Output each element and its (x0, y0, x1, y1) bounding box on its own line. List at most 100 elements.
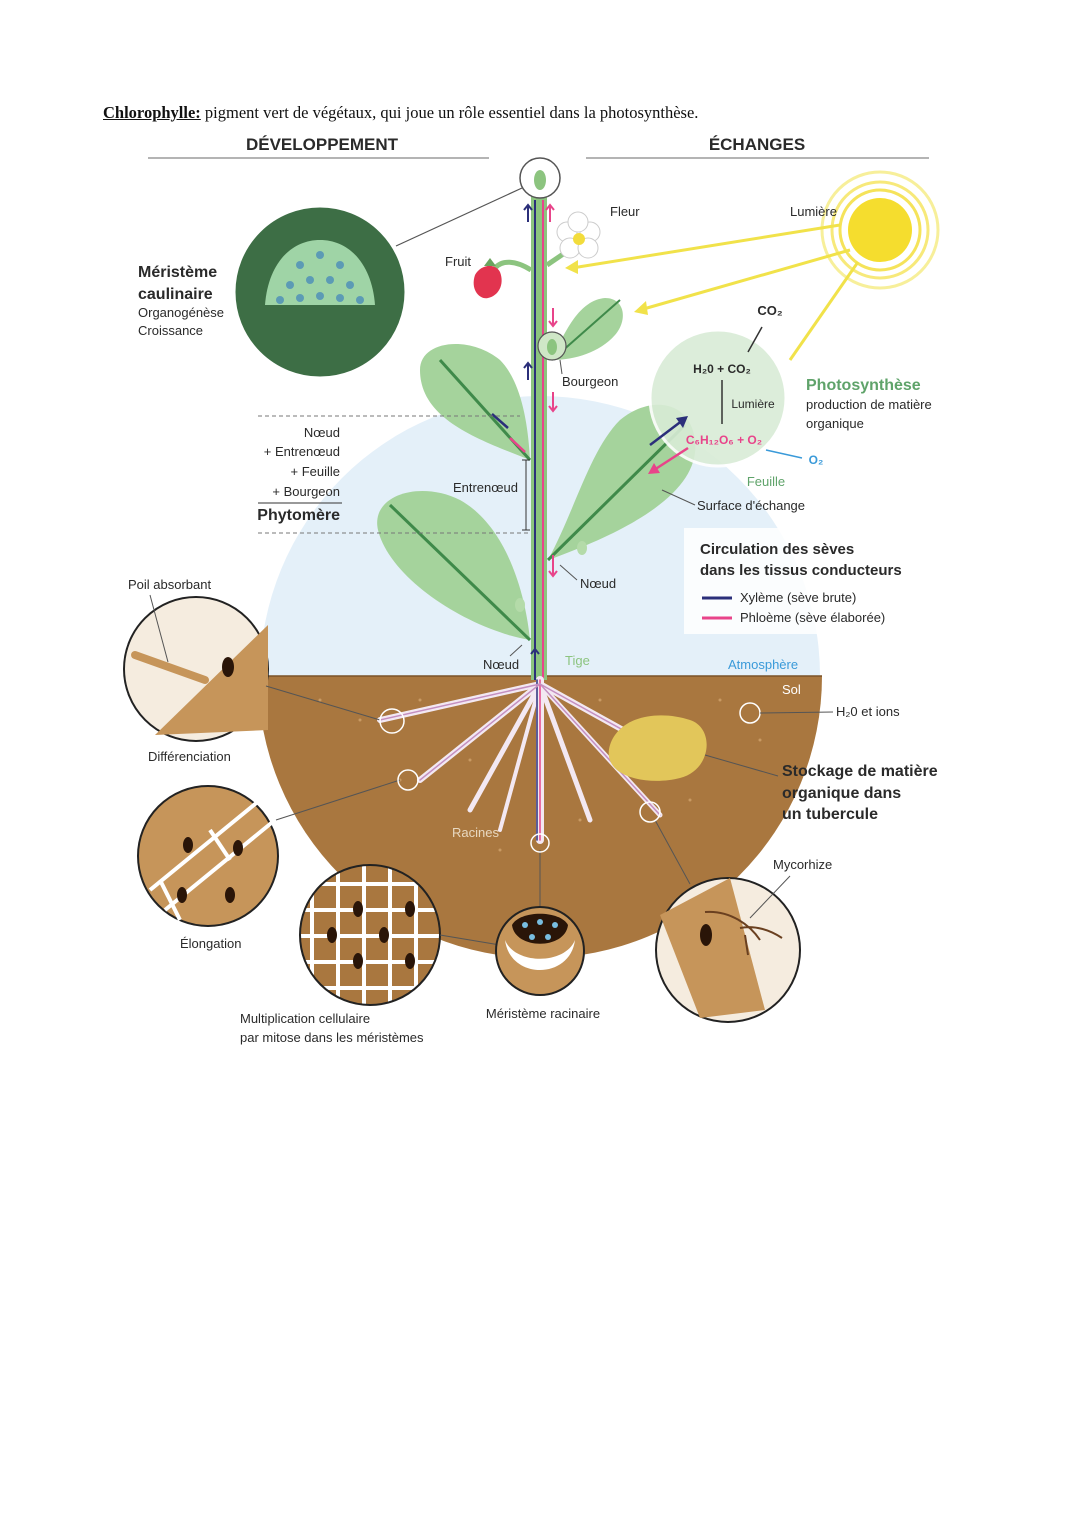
sol-label: Sol (782, 682, 801, 697)
fruit-icon (473, 258, 533, 299)
stem (531, 190, 547, 680)
intro-term: Chlorophylle: (103, 103, 201, 122)
h2o-ions-label: H₂0 et ions (836, 704, 900, 719)
organogenese-label: Organogénèse (138, 305, 224, 320)
noeud-bottom-pointer (509, 644, 523, 657)
poil-root-highlight (379, 708, 405, 734)
xylem-legend-label: Xylème (sève brute) (740, 590, 856, 605)
differenciation-connector (275, 779, 401, 821)
multiplication-connector (439, 934, 501, 946)
meristem-pointer (395, 187, 523, 247)
apex-bud (534, 170, 546, 190)
poil-connector (265, 685, 381, 721)
meristem-caulinaire-cells (265, 240, 375, 305)
photosynthese-desc-2: organique (806, 416, 864, 431)
mycorhize-label: Mycorhize (773, 857, 832, 872)
differenciation-nucleus-1 (183, 837, 193, 853)
meristem-cell-dots (276, 251, 364, 304)
bud-node-2 (515, 598, 525, 612)
phytomere-feuille: + Feuille (291, 464, 341, 479)
photosynthese-desc-1: production de matière (806, 397, 932, 412)
mycorhize-pointer (749, 875, 791, 919)
fleur-label: Fleur (610, 204, 640, 219)
poil-nucleus (222, 657, 234, 677)
croissance-label: Croissance (138, 323, 203, 338)
mycorhize-hyphae (704, 910, 783, 956)
phytomere-noeud: Nœud (304, 425, 340, 440)
intro-text: Chlorophylle: pigment vert de végétaux, … (103, 103, 698, 123)
meristeme-racinaire-dots (522, 919, 558, 940)
noeud-bottom-label: Nœud (483, 657, 519, 672)
poil-cell (155, 625, 268, 735)
mycorhize-connector (654, 819, 691, 885)
entrenoeud-label: Entrenœud (453, 480, 518, 495)
stockage-label-3: un tubercule (782, 806, 878, 823)
equation-light: Lumière (731, 397, 775, 411)
tuber (608, 715, 707, 781)
stockage-label-2: organique dans (782, 785, 901, 802)
differenciation-label: Différenciation (148, 749, 231, 764)
atmosphere-label: Atmosphère (728, 657, 798, 672)
meristeme-caulinaire-label-1: Méristème (138, 264, 217, 281)
meristeme-racinaire-label: Méristème racinaire (486, 1006, 600, 1021)
multiplication-circle (299, 864, 441, 1006)
differenciation-nucleus-3 (177, 887, 187, 903)
equation-bottom: C₆H₁₂O₆ + O₂ (686, 433, 762, 447)
header-developpement: DÉVELOPPEMENT (246, 135, 399, 154)
surface-pointer (661, 489, 696, 506)
fruit-label: Fruit (445, 254, 471, 269)
stem-arrows (523, 203, 558, 665)
differenciation-root-highlight (397, 769, 419, 791)
light-arrowhead-1 (565, 260, 578, 274)
surface-label: Surface d'échange (697, 498, 805, 513)
meristeme-caulinaire-label-2: caulinaire (138, 286, 213, 303)
multiplication-label-1: Multiplication cellulaire (240, 1011, 370, 1026)
o2-arrow (765, 449, 803, 459)
mycorhize-root-highlight (639, 801, 661, 823)
phytomere-title: Phytomère (257, 507, 340, 524)
racines-label: Racines (452, 825, 499, 840)
mycorhize-cell (660, 878, 765, 1018)
poil-hair (131, 651, 209, 684)
poil-pointer (149, 594, 169, 663)
meristeme-racinaire-tip (505, 940, 575, 970)
leaf-sap-arrows (491, 413, 689, 474)
circulation-title-2: dans les tissus conducteurs (700, 562, 902, 579)
noeud-right-pointer (559, 564, 578, 581)
co2-label: CO₂ (757, 303, 783, 318)
light-rays (571, 223, 860, 361)
poil-absorbant-label: Poil absorbant (128, 577, 211, 592)
feuille-label: Feuille (747, 474, 785, 489)
sun-icon (820, 170, 940, 290)
tige-label: Tige (565, 653, 590, 668)
multiplication-label-2: par mitose dans les méristèmes (240, 1030, 424, 1045)
differenciation-circle (137, 785, 279, 927)
h2o-pointer (759, 711, 834, 714)
leaves (377, 298, 696, 642)
bud (547, 339, 557, 355)
phytomere-bourgeon: + Bourgeon (272, 484, 340, 499)
flower-icon (545, 211, 601, 268)
co2-arrow (747, 326, 763, 353)
elongation-label: Élongation (180, 936, 241, 951)
root-tip-highlight (530, 833, 550, 853)
light-arrowhead-2 (634, 301, 648, 315)
circulation-legend-bg (684, 528, 934, 634)
lumiere-label: Lumière (790, 204, 837, 219)
differenciation-nucleus-4 (225, 887, 235, 903)
phloem-legend-label: Phloème (sève élaborée) (740, 610, 885, 625)
phytomere-entrenoeud: + Entrenœud (264, 444, 340, 459)
intro-definition: pigment vert de végétaux, qui joue un rô… (200, 103, 699, 122)
equation-top: H₂0 + CO₂ (693, 362, 751, 376)
photosynthesis-circle (648, 328, 788, 468)
multiplication-nuclei (327, 901, 415, 969)
bourgeon-pointer (559, 359, 563, 375)
header-echanges: ÉCHANGES (709, 135, 805, 154)
bourgeon-label: Bourgeon (562, 374, 618, 389)
differenciation-nucleus-2 (233, 840, 243, 856)
leaf-right-big (548, 404, 696, 560)
meristeme-racinaire-cells (512, 913, 568, 944)
stockage-pointer (704, 754, 779, 777)
stockage-label-1: Stockage de matière (782, 763, 938, 780)
